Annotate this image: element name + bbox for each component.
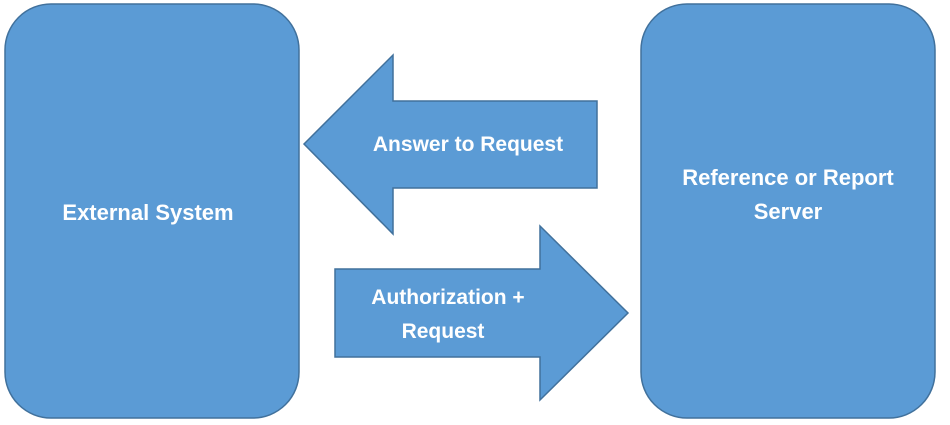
external-system-node: External System — [4, 3, 300, 419]
external-system-box — [4, 3, 300, 419]
server-box — [640, 3, 936, 419]
request-arrow-label-line-2: Request — [402, 320, 485, 343]
right-arrow-shape — [334, 224, 630, 402]
external-system-label: External System — [62, 200, 233, 225]
server-label-line-1: Reference or Report — [682, 165, 894, 190]
request-arrow-label-line-1: Authorization + — [371, 286, 524, 309]
answer-arrow-label: Answer to Request — [373, 133, 563, 156]
left-arrow-shape — [302, 53, 598, 236]
server-node: Reference or Report Server — [640, 3, 936, 419]
request-arrow: Authorization + Request — [334, 224, 630, 402]
answer-arrow: Answer to Request — [302, 53, 598, 236]
server-label-line-2: Server — [754, 199, 823, 224]
